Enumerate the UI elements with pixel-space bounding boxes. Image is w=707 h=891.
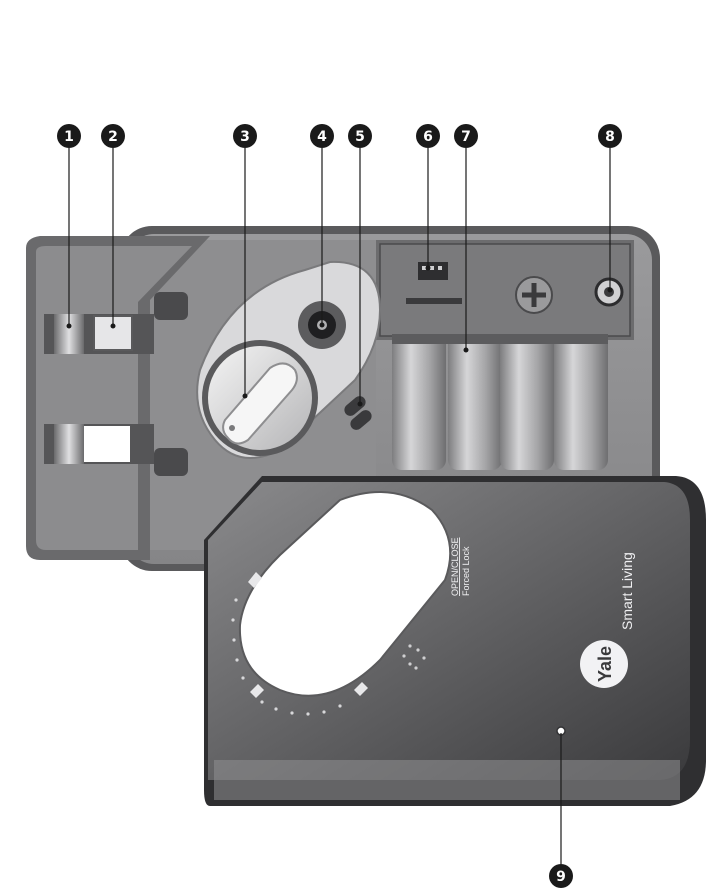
battery-pack <box>392 334 608 470</box>
brand-tagline: Smart Living <box>619 552 635 630</box>
svg-text:4: 4 <box>317 129 327 145</box>
battery-2 <box>448 334 502 470</box>
yale-logo-badge <box>580 640 628 688</box>
leader-lines <box>68 148 611 864</box>
callout-4: 4 <box>310 124 334 148</box>
latch-opening <box>84 426 130 462</box>
callout-5: 5 <box>348 124 372 148</box>
svg-text:2: 2 <box>108 129 118 145</box>
battery-4 <box>554 334 608 470</box>
callout-8: 8 <box>598 124 622 148</box>
svg-text:9: 9 <box>556 869 566 885</box>
svg-text:5: 5 <box>355 129 365 145</box>
callout-7: 7 <box>454 124 478 148</box>
svg-text:6: 6 <box>423 129 433 145</box>
forced-lock-label: Forced Lock <box>461 546 471 596</box>
leader-end-dots <box>66 265 613 407</box>
svg-text:3: 3 <box>240 129 250 145</box>
svg-text:7: 7 <box>461 129 471 145</box>
callout-3: 3 <box>233 124 257 148</box>
latch-bar-lower <box>54 424 84 464</box>
battery-3 <box>500 334 554 470</box>
svg-text:8: 8 <box>605 129 615 145</box>
svg-text:1: 1 <box>64 129 74 145</box>
front-cover: Yale Smart Living OPEN/CLOSE Forced Lock <box>204 476 706 806</box>
battery-1 <box>392 334 446 470</box>
open-close-label: OPEN/CLOSE <box>450 537 460 596</box>
callout-1: 1 <box>57 124 81 148</box>
callout-9: 9 <box>549 864 573 888</box>
callout-6: 6 <box>416 124 440 148</box>
thumbturn-knob <box>222 362 298 445</box>
circuit-connector <box>406 262 462 304</box>
brand-logo-text: Yale <box>595 646 615 682</box>
callout-2: 2 <box>101 124 125 148</box>
cover-window <box>238 491 452 697</box>
